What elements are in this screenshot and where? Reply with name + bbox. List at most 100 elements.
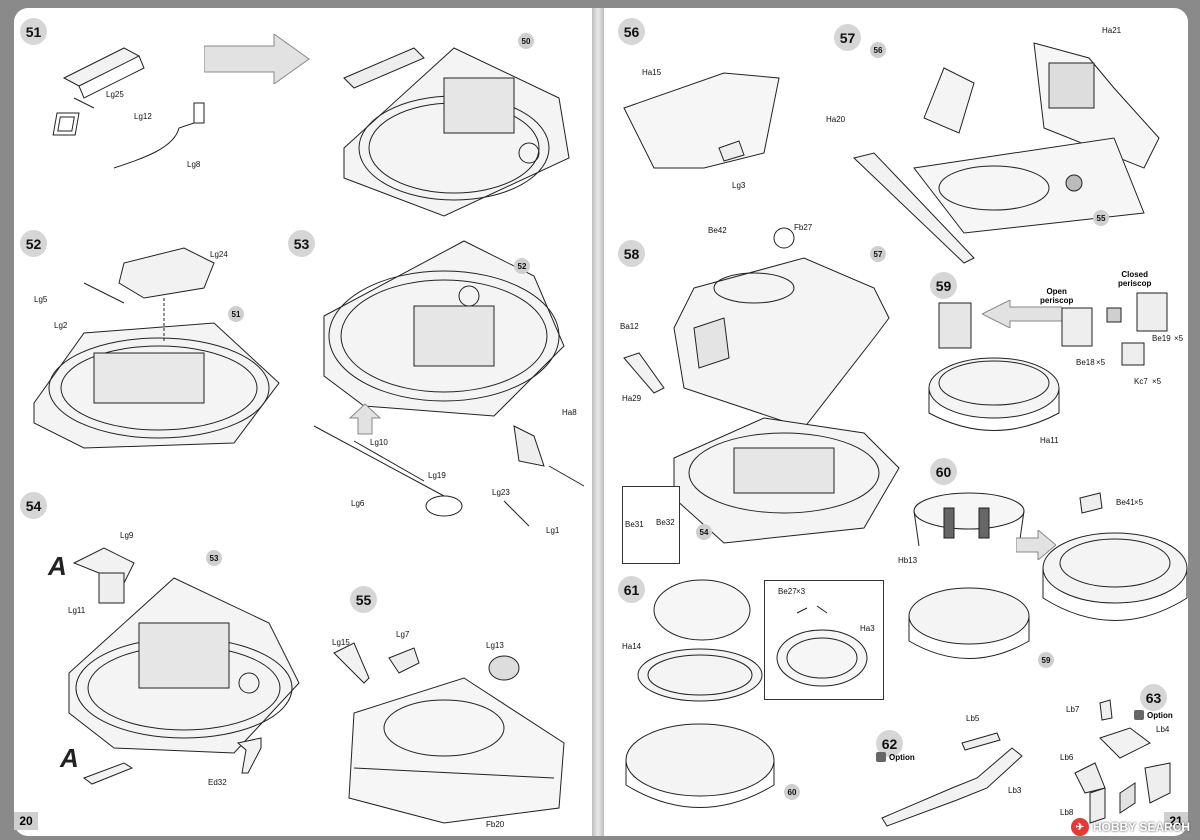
label-be41-count: ×5	[1134, 498, 1144, 507]
label-ha21: Ha21	[1102, 26, 1122, 35]
ref-part-55: 55	[1093, 210, 1109, 226]
label-lg2: Lg2	[54, 321, 68, 330]
label-lg1: Lg1	[546, 526, 560, 535]
book-spine	[592, 8, 604, 836]
step-61-hatch-detail	[776, 605, 868, 687]
step-52-turret-assembly	[33, 247, 280, 449]
ref-part-52: 52	[514, 258, 530, 274]
label-ha15: Ha15	[642, 68, 662, 77]
step-60-number: 60	[930, 458, 957, 485]
label-lg9: Lg9	[120, 531, 134, 540]
watermark-brand: HOBBY SEARCH	[1092, 820, 1190, 834]
label-lg10: Lg10	[370, 438, 388, 447]
ref-part-56: 56	[870, 42, 886, 58]
step-60-ring-assembly	[908, 492, 1030, 659]
callout-a-bottom: A	[60, 743, 79, 773]
step-59-number: 59	[930, 272, 957, 299]
label-lg25: Lg25	[106, 90, 124, 99]
label-lg12: Lg12	[134, 112, 152, 121]
step-63-mount-parts	[1074, 699, 1171, 824]
step-59-direction-arrow	[982, 300, 1062, 328]
label-lg13: Lg13	[486, 641, 504, 650]
ref-part-51: 51	[228, 306, 244, 322]
label-be32: Be32	[656, 518, 675, 527]
ref-part-53: 53	[206, 550, 222, 566]
label-lg6: Lg6	[351, 499, 365, 508]
step-59-periscope-parts	[1061, 292, 1168, 366]
ref-part-50: 50	[518, 33, 534, 49]
label-be27-count: ×3	[796, 587, 806, 596]
step-52-number: 52	[20, 230, 47, 257]
ref-part-57: 57	[870, 246, 886, 262]
step-54-ed32-part	[236, 737, 262, 774]
step-60-direction-arrow	[1016, 530, 1056, 560]
step-57-turret-walls-assembly	[852, 42, 1160, 264]
label-ha29: Ha29	[622, 394, 642, 403]
label-lg23: Lg23	[492, 488, 510, 497]
step-53-turret-assembly	[313, 240, 585, 527]
step-55-turret-floor-plate	[333, 642, 565, 824]
step-56-turret-front-plate	[623, 72, 780, 169]
label-lb3: Lb3	[1008, 786, 1022, 795]
right-page: 56 Ha15 Lg3 57 Ha21 56 Ha20 55 58	[604, 8, 1188, 836]
step-57-number: 57	[834, 24, 861, 51]
step-54-turret-assembly	[68, 547, 300, 754]
label-ha11: Ha11	[1040, 436, 1059, 445]
page-number-right: 21	[1164, 812, 1188, 830]
step-55-number: 55	[350, 586, 377, 613]
step-53-insert-arrow	[348, 403, 382, 435]
step-58-number: 58	[618, 240, 645, 267]
label-lg7: Lg7	[396, 630, 410, 639]
label-kc7-count: ×5	[1152, 377, 1162, 386]
label-be27: Be27	[778, 587, 797, 596]
step-56-number: 56	[618, 18, 645, 45]
label-lg11: Lg11	[68, 606, 86, 615]
hobby-search-watermark: ✈ HOBBY SEARCH	[1070, 818, 1190, 836]
label-kc7: Kc7	[1134, 377, 1148, 386]
step-63-number: 63	[1140, 684, 1167, 711]
step-61-number: 61	[618, 576, 645, 603]
label-lg24: Lg24	[210, 250, 228, 259]
step-63-option-text: Option	[1147, 710, 1173, 720]
step-63-option-tag: Option	[1134, 710, 1173, 720]
label-be19-count: ×5	[1174, 334, 1184, 343]
label-lg19: Lg19	[428, 471, 446, 480]
label-lg5: Lg5	[34, 295, 48, 304]
ref-part-60: 60	[784, 784, 800, 800]
label-be42: Be42	[708, 226, 727, 235]
step-58-turret-shell-assembly	[623, 227, 900, 544]
label-fb27: Fb27	[794, 223, 813, 232]
ref-part-54: 54	[696, 524, 712, 540]
step-62-machine-gun	[881, 732, 1023, 827]
label-ha14: Ha14	[622, 642, 642, 651]
label-lg8: Lg8	[187, 160, 201, 169]
step-61-ring-assembly	[625, 579, 775, 808]
hobby-search-logo-icon: ✈	[1070, 818, 1089, 836]
step-51-number: 51	[20, 18, 47, 45]
label-lg15: Lg15	[332, 638, 350, 647]
step-51-parts-illustration	[52, 47, 205, 169]
label-lg3: Lg3	[732, 181, 746, 190]
label-be19: Be19	[1152, 334, 1171, 343]
step-53-number: 53	[288, 230, 315, 257]
ref-part-59: 59	[1038, 652, 1054, 668]
label-ha3: Ha3	[860, 624, 875, 633]
label-lb6: Lb6	[1060, 753, 1074, 762]
label-lb7: Lb7	[1066, 705, 1080, 714]
step-62-option-tag: Option	[876, 752, 915, 762]
option-icon	[876, 752, 886, 762]
step-59-turret-ring	[928, 302, 1060, 431]
label-fb20: Fb20	[486, 820, 505, 829]
page-number-left: 20	[14, 812, 38, 830]
label-be31: Be31	[625, 520, 644, 529]
step-51-turret-floor-assembly	[343, 47, 570, 217]
step-58-detail-box	[622, 486, 680, 564]
label-ed32: Ed32	[208, 778, 227, 787]
label-be18: Be18	[1076, 358, 1095, 367]
step-54-mg-part	[82, 762, 134, 785]
step-62-option-text: Option	[889, 752, 915, 762]
step-51-direction-arrow	[204, 34, 310, 84]
callout-a-top: A	[48, 551, 67, 581]
label-ha20: Ha20	[826, 115, 846, 124]
